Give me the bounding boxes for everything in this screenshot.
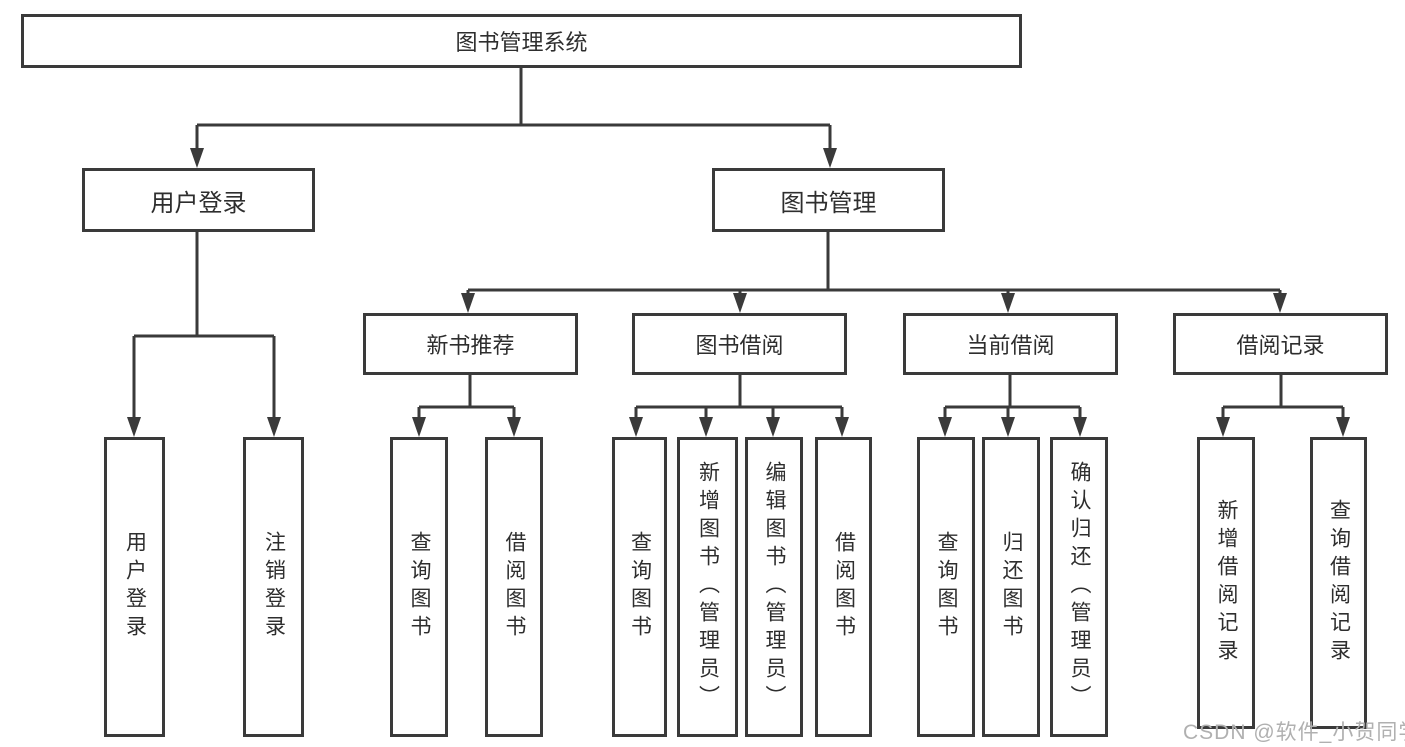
arrow-icon [823,148,837,168]
leaf-query-books-recommend: 查询图书 [390,437,448,737]
node-label: 编辑图书（管理员） [763,461,786,713]
leaf-query-borrow-record: 查询借阅记录 [1310,437,1367,729]
node-book-borrow: 图书借阅 [632,313,847,375]
leaf-borrow-books-borrow: 借阅图书 [815,437,872,737]
arrow-icon [507,417,521,437]
arrow-icon [1073,417,1087,437]
node-label: 新书推荐 [426,333,515,358]
node-label: 新增图书（管理员） [696,461,720,713]
arrow-icon [766,417,780,437]
node-label: 图书管理 [780,189,877,217]
arrow-icon [127,417,141,437]
connector-root-to-level2 [195,68,832,150]
arrowheads [127,148,1350,437]
leaf-logout: 注销登录 [243,437,304,737]
arrow-icon [1336,417,1350,437]
leaf-query-books-current: 查询图书 [917,437,975,737]
leaf-borrow-books-recommend: 借阅图书 [485,437,543,737]
node-current-borrow: 当前借阅 [903,313,1118,375]
arrow-icon [1273,293,1287,313]
csdn-watermark: CSDN @软件_小贺同学 [1183,721,1405,744]
node-label: 查询图书 [628,531,652,643]
arrow-icon [1001,417,1015,437]
node-label: 借阅记录 [1236,333,1325,358]
node-book-management: 图书管理 [712,168,945,232]
node-label: 查询图书 [935,531,958,643]
leaf-return-books: 归还图书 [982,437,1040,737]
connector-current-to-leaves [943,375,1082,420]
node-borrow-records: 借阅记录 [1173,313,1388,375]
node-label: 用户登录 [150,189,247,217]
leaf-confirm-return-admin: 确认归还（管理员） [1050,437,1108,737]
connector-records-to-leaves [1221,375,1345,420]
arrow-icon [733,293,747,313]
arrow-icon [835,417,849,437]
node-label: 确认归还（管理员） [1068,461,1091,713]
node-label: 当前借阅 [966,333,1055,358]
node-label: 图书管理系统 [455,30,588,55]
connector-borrow-to-leaves [634,375,844,420]
node-new-book-recommend: 新书推荐 [363,313,578,375]
leaf-edit-books-admin: 编辑图书（管理员） [745,437,803,737]
node-label: 借阅图书 [503,531,526,643]
leaf-user-login: 用户登录 [104,437,165,737]
leaf-add-books-admin: 新增图书（管理员） [677,437,738,737]
arrow-icon [629,417,643,437]
node-label: 图书借阅 [695,333,784,358]
connector-userlogin-to-leaves [132,232,276,420]
node-user-login: 用户登录 [82,168,315,232]
node-root-system: 图书管理系统 [21,14,1022,68]
arrow-icon [938,417,952,437]
connector-bookmgmt-to-level3 [466,232,1282,297]
arrow-icon [1216,417,1230,437]
node-label: 新增借阅记录 [1215,499,1238,667]
arrow-icon [190,148,204,168]
node-label: 查询图书 [408,531,431,643]
connector-recommend-to-leaves [417,375,516,420]
node-label: 注销登录 [262,531,286,643]
leaf-add-borrow-record: 新增借阅记录 [1197,437,1255,729]
node-label: 查询借阅记录 [1327,499,1351,667]
node-label: 归还图书 [1000,531,1023,643]
arrow-icon [699,417,713,437]
arrow-icon [461,293,475,313]
node-label: 用户登录 [123,531,147,643]
arrow-icon [267,417,281,437]
leaf-query-books-borrow: 查询图书 [612,437,667,737]
arrow-icon [412,417,426,437]
arrow-icon [1001,293,1015,313]
node-label: 借阅图书 [832,531,856,643]
